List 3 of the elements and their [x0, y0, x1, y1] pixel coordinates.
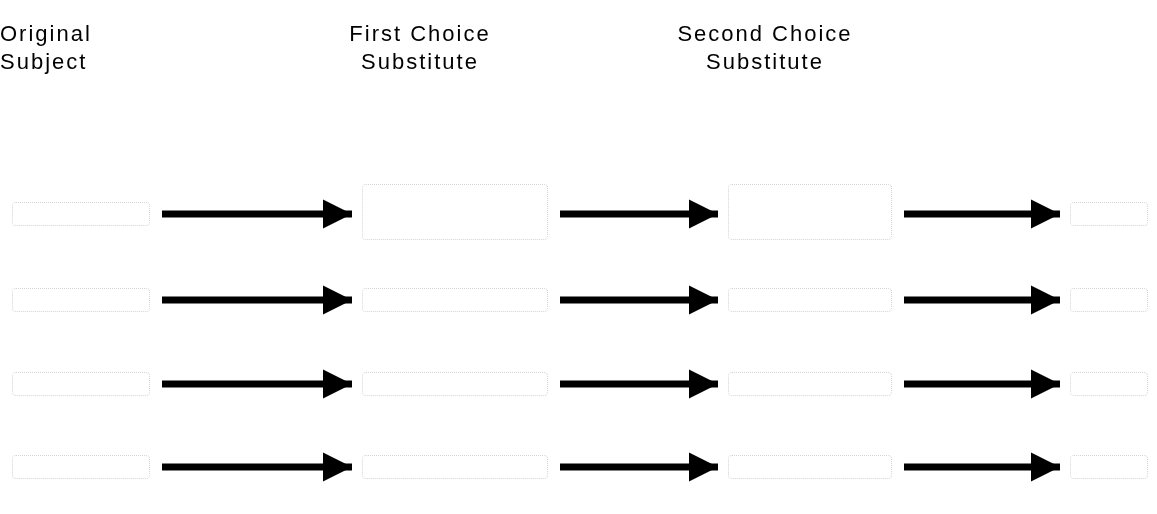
- column-heading: Original Subject: [0, 20, 93, 76]
- column-heading: Second Choice Substitute: [676, 20, 854, 76]
- column-heading: First Choice Substitute: [348, 20, 492, 76]
